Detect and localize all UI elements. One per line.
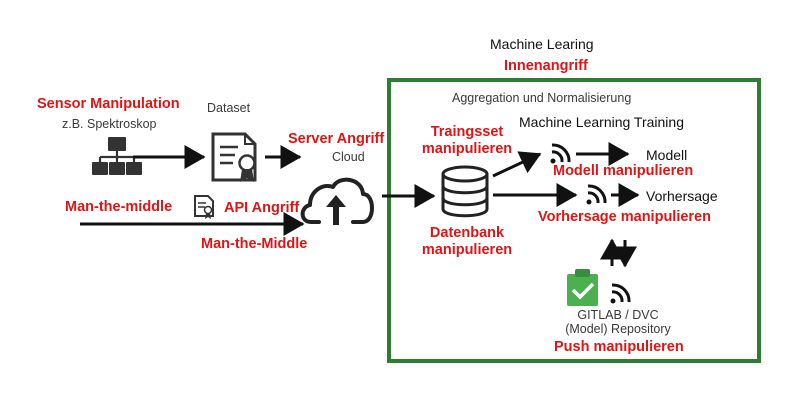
api-angriff-label: API Angriff bbox=[224, 200, 300, 216]
arrow-database-to-training bbox=[492, 151, 542, 178]
network-hierarchy-icon bbox=[92, 137, 142, 175]
certificate-document-icon bbox=[211, 132, 257, 182]
signal-icon-prediction bbox=[586, 184, 607, 205]
datenbank-line-1: Datenbank bbox=[429, 225, 505, 241]
modell-manipulieren-label: Modell manipulieren bbox=[553, 163, 694, 179]
dataset-label: Dataset bbox=[207, 101, 251, 115]
ml-training-label: Machine Learning Training bbox=[519, 114, 684, 130]
repository-line-1: GITLAB / DVC bbox=[577, 308, 659, 322]
vorhersage-manipulieren-label: Vorhersage manipulieren bbox=[538, 209, 711, 225]
mitm-lower-label: Man-the-middle bbox=[65, 199, 173, 215]
diagram-title: Machine Learing bbox=[490, 36, 594, 52]
clipboard-check-icon bbox=[567, 269, 598, 306]
vorhersage-label: Vorhersage bbox=[646, 188, 718, 204]
repository-label: GITLAB / DVC (Model) Repository bbox=[548, 308, 688, 337]
trainingsset-line-1: Traingsset bbox=[430, 124, 504, 140]
signal-icon-training bbox=[550, 143, 571, 164]
sensor-manipulation-label: Sensor Manipulation bbox=[37, 96, 180, 112]
signal-icon-repository bbox=[610, 283, 631, 304]
innenangriff-label: Innenangriff bbox=[504, 58, 588, 74]
mitm-upper-label: Man-the-Middle bbox=[201, 236, 308, 252]
server-angriff-label: Server Angriff bbox=[288, 131, 385, 147]
datenbank-line-2: manipulieren bbox=[421, 241, 513, 258]
aggregation-label: Aggregation und Normalisierung bbox=[452, 91, 632, 105]
datenbank-label: Datenbank manipulieren bbox=[412, 225, 522, 258]
cloud-upload-icon bbox=[300, 177, 374, 225]
database-icon bbox=[441, 165, 489, 218]
modell-label: Modell bbox=[646, 147, 688, 163]
ml-environment-frame bbox=[387, 78, 761, 363]
api-certificate-icon bbox=[194, 195, 214, 219]
trainingsset-line-2: manipulieren bbox=[421, 140, 513, 157]
repository-line-2: (Model) Repository bbox=[565, 322, 671, 337]
trainingsset-label: Traingsset manipulieren bbox=[412, 124, 522, 157]
sensor-example-label: z.B. Spektroskop bbox=[62, 117, 157, 131]
cloud-label: Cloud bbox=[332, 150, 365, 164]
push-manipulieren-label: Push manipulieren bbox=[554, 339, 684, 355]
